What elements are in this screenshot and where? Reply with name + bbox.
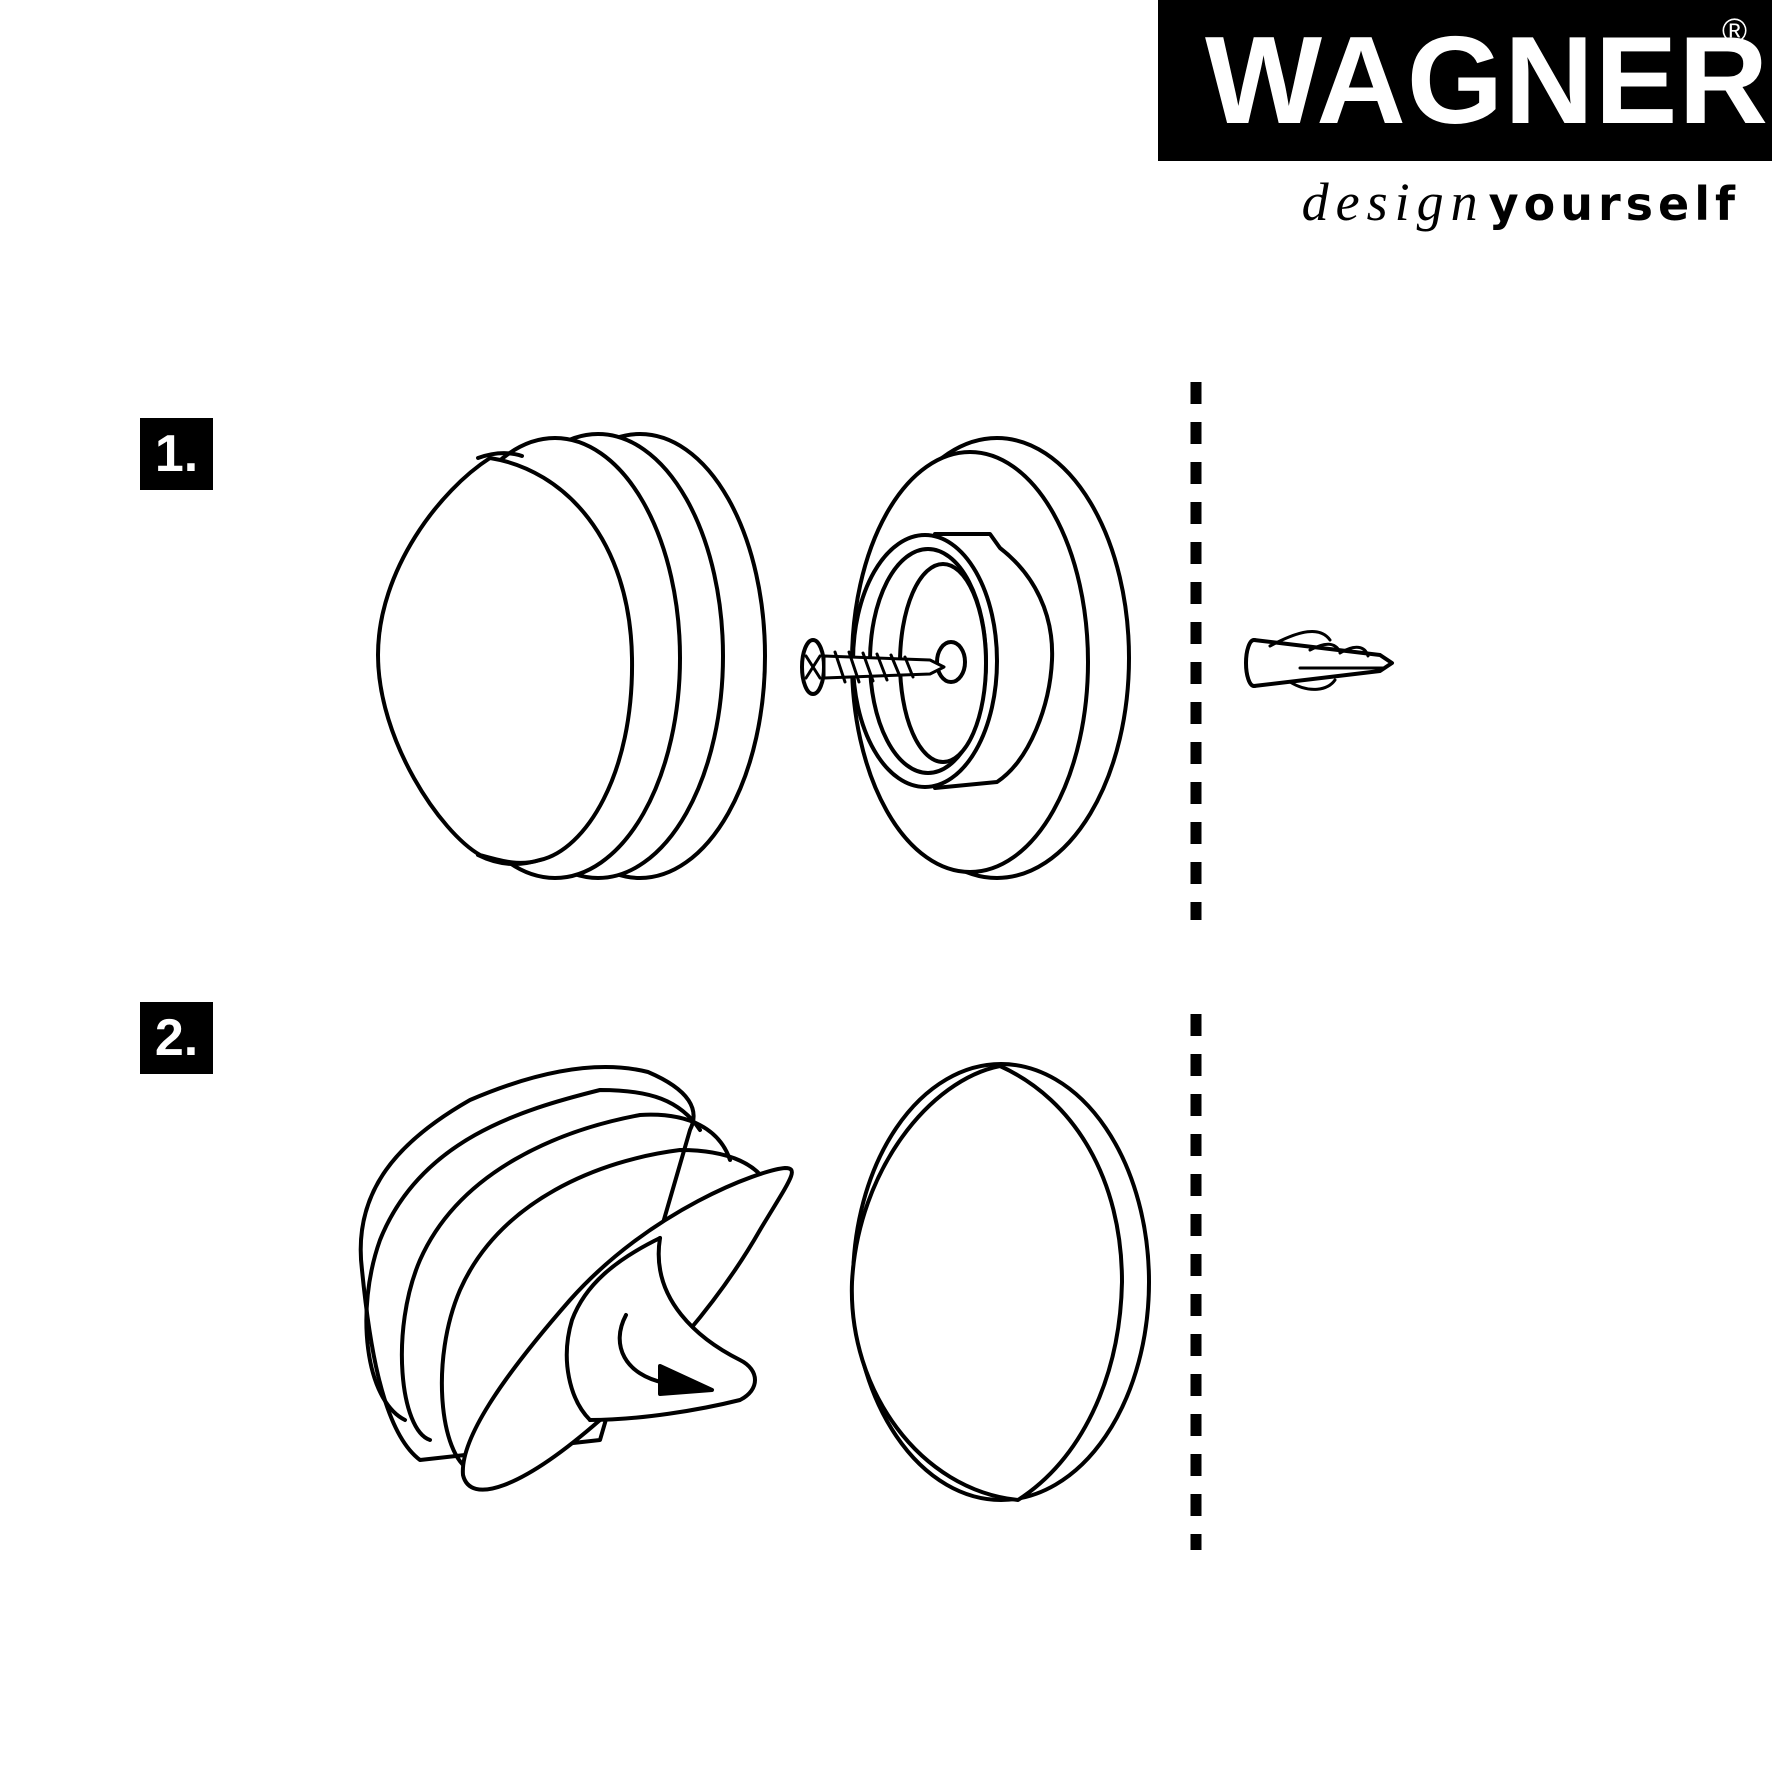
step-1-badge: 1. bbox=[140, 418, 213, 490]
cap-rotating-icon bbox=[358, 1065, 794, 1492]
registered-mark: ® bbox=[1722, 12, 1748, 50]
step-2-badge: 2. bbox=[140, 1002, 213, 1074]
mounted-cap-icon bbox=[849, 1062, 1151, 1502]
screw-icon bbox=[800, 638, 946, 696]
tagline-italic: design bbox=[1301, 172, 1485, 232]
brand-name: WAGNER bbox=[1205, 12, 1769, 150]
brand-logo bbox=[1158, 0, 1772, 161]
cap-icon bbox=[376, 432, 767, 880]
rotate-arrow-icon bbox=[617, 1313, 714, 1396]
brand-tagline: design yourself bbox=[1200, 170, 1740, 248]
tagline-bold: yourself bbox=[1488, 177, 1740, 231]
wall-plug-icon bbox=[1244, 629, 1394, 691]
